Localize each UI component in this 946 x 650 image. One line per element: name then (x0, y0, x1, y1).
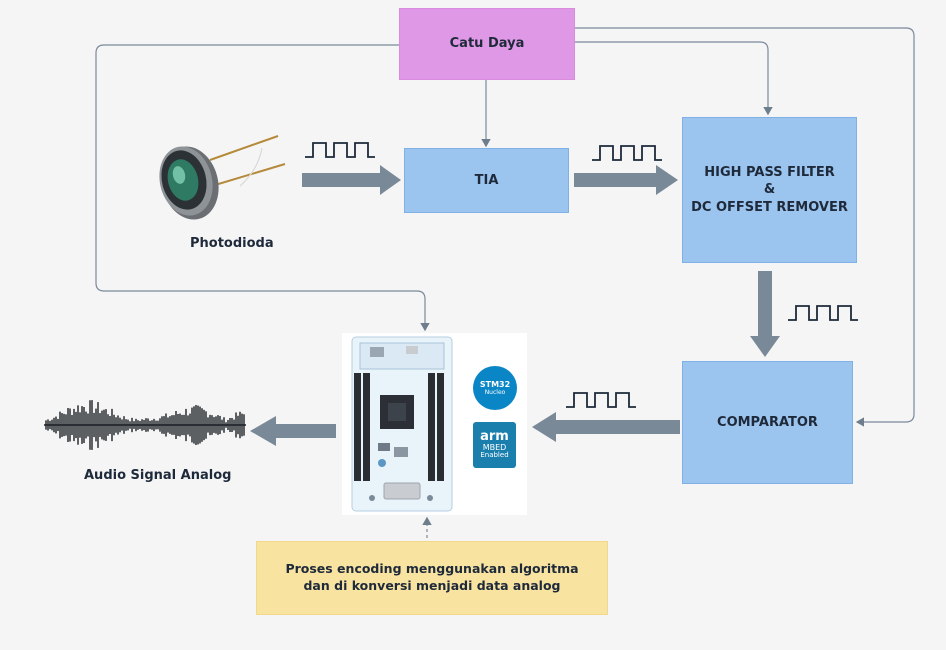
photodiode-label: Photodioda (190, 236, 274, 251)
stm-logo-title: STM32 (479, 379, 511, 389)
comparator-label: COMPARATOR (717, 414, 818, 430)
arrow-board-to-audio (250, 416, 336, 446)
audio-waveform-icon (44, 400, 246, 450)
signal-arrows (250, 165, 780, 446)
square-wave-glyphs (305, 142, 858, 408)
power-supply-label: Catu Daya (449, 36, 525, 52)
square-wave-icon (788, 305, 858, 321)
arm-logo-line3: Enabled (480, 451, 509, 460)
power-line-to-comparator (575, 27, 915, 427)
note-line-1: Proses encoding menggunakan algoritma (285, 561, 579, 577)
arm-logo-title: arm (480, 429, 509, 445)
square-wave-icon (566, 392, 636, 408)
tia-box: TIA (404, 148, 569, 213)
encoding-note-box: Proses encoding menggunakan algoritma da… (256, 541, 608, 615)
note-line-2: dan di konversi menjadi data analog (303, 578, 561, 593)
arrow-tia-to-hpf (574, 165, 678, 195)
power-supply-box: Catu Daya (399, 8, 575, 80)
nucleo-board-card (342, 333, 527, 515)
square-wave-icon (592, 145, 662, 161)
audio-label: Audio Signal Analog (84, 468, 232, 483)
arrow-hpf-to-comparator (750, 271, 780, 357)
nucleo-board-icon (351, 336, 453, 512)
hpf-label-line1: HIGH PASS FILTER (704, 164, 835, 180)
arm-mbed-logo: arm MBED Enabled (473, 422, 516, 468)
hpf-box: HIGH PASS FILTER & DC OFFSET REMOVER (682, 117, 857, 263)
power-line-to-hpf (575, 41, 773, 116)
hpf-label-line3: DC OFFSET REMOVER (691, 199, 848, 215)
arrow-comparator-to-board (532, 412, 680, 442)
comparator-box: COMPARATOR (682, 361, 853, 484)
arrow-photodiode-to-tia (302, 165, 401, 195)
photodiode-icon (159, 135, 286, 220)
square-wave-icon (305, 142, 375, 158)
arm-logo-line2: MBED (482, 442, 507, 452)
hpf-label-line2: & (763, 182, 776, 198)
stm32-nucleo-logo: STM32 Nucleo (473, 366, 517, 410)
tia-label: TIA (474, 172, 499, 188)
power-line-to-board (95, 44, 430, 332)
stm-logo-sub: Nucleo (484, 388, 506, 396)
